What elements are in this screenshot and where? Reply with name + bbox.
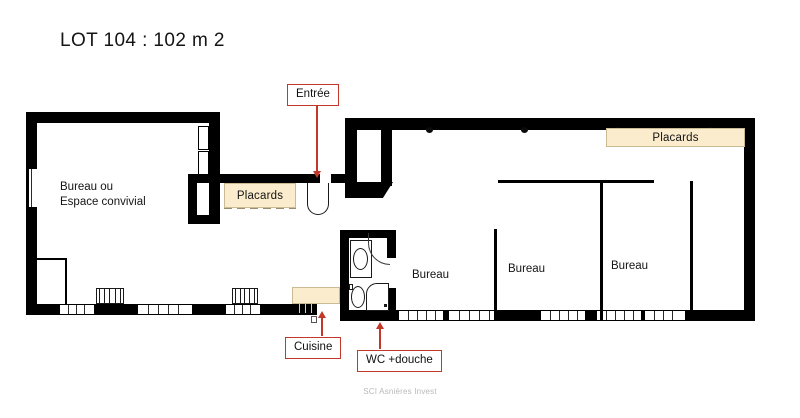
window-west-frame	[26, 168, 29, 208]
callout-entree[interactable]: Entrée	[287, 84, 339, 106]
arrow-wc-head	[376, 322, 384, 329]
page-title: LOT 104 : 102 m 2	[60, 30, 225, 51]
room-label-bureau-1: Bureau	[412, 269, 450, 281]
callout-entree-label: Entrée	[296, 88, 330, 100]
window-right-south-3	[541, 310, 585, 321]
window-west	[26, 168, 37, 208]
arrow-entree-head	[313, 171, 321, 178]
wall-left-top	[26, 112, 220, 123]
wall-corridor-top	[220, 174, 320, 183]
wall-wc-right-upper	[387, 230, 396, 258]
niche-box-1	[198, 126, 209, 150]
right-block-vestibule	[357, 130, 381, 186]
window-south-3	[226, 304, 260, 315]
room-label-bureau-2: Bureau	[508, 263, 546, 275]
room-label-line-2: Espace convivial	[60, 196, 146, 208]
arrow-entree-line	[316, 105, 318, 173]
partition-vertical-right	[690, 181, 694, 320]
kitchen-sink-marks	[296, 304, 314, 313]
callout-wc-douche[interactable]: WC +douche	[357, 350, 442, 372]
arrow-cuisine-line	[321, 316, 323, 336]
window-south-2	[138, 304, 192, 315]
alcove-right-edge	[65, 258, 67, 305]
radiator-2	[232, 288, 258, 304]
shower-tray-icon	[366, 283, 389, 311]
footer-credit: SCI Asnières Invest	[363, 387, 437, 396]
placard-kitchen[interactable]	[292, 287, 340, 304]
toilet-cistern	[349, 284, 353, 290]
window-right-south-1	[399, 310, 443, 321]
kitchen-appliance-icon	[311, 316, 317, 323]
partition-horizontal	[498, 180, 654, 183]
wall-right-west-outer	[345, 118, 357, 190]
placard-right-label: Placards	[652, 131, 699, 144]
window-right-south-5	[645, 310, 685, 321]
alcove-top-edge	[37, 258, 67, 260]
placard-left-divisions	[224, 208, 296, 209]
callout-cuisine-label: Cuisine	[294, 341, 333, 353]
room-label-line-1: Bureau ou	[60, 181, 114, 193]
wall-wc-left	[340, 230, 349, 320]
radiator-1	[96, 288, 124, 304]
wall-wc-right-lower	[387, 288, 396, 320]
wall-niche-inner	[209, 183, 220, 215]
partition-vertical-mid	[600, 180, 604, 320]
shower-drain-icon	[384, 304, 387, 307]
wall-niche-top	[188, 174, 220, 183]
window-right-south-4	[597, 310, 641, 321]
partition-vertical-left	[494, 229, 498, 320]
wall-niche-left	[188, 174, 197, 224]
window-south-1	[60, 304, 94, 315]
callout-wc-douche-label: WC +douche	[366, 354, 433, 366]
wall-right-east	[744, 118, 755, 321]
arrow-wc-line	[379, 327, 381, 349]
wall-right-west-inner	[381, 126, 392, 186]
pillar-2	[521, 127, 528, 133]
entrance-door-swing	[307, 183, 329, 215]
placard-right[interactable]: Placards	[606, 128, 745, 147]
placard-left[interactable]: Placards	[224, 183, 296, 208]
wall-niche-bottom	[188, 215, 220, 224]
wall-right-top	[345, 118, 755, 130]
wall-left-east-upper	[209, 112, 220, 200]
wall-left-west	[26, 112, 37, 315]
toilet-icon	[351, 286, 365, 308]
wall-right-west-foot	[345, 182, 361, 198]
sink-bowl-icon	[353, 248, 368, 270]
wall-corridor-top-right	[331, 174, 351, 183]
wall-wc-bottom	[340, 312, 396, 321]
arrow-cuisine-head	[318, 311, 326, 318]
window-right-south-2	[449, 310, 497, 321]
placard-left-label: Placards	[236, 189, 284, 202]
room-label-bureau-3: Bureau	[611, 260, 649, 272]
pillar-1	[426, 127, 433, 133]
callout-cuisine[interactable]: Cuisine	[285, 337, 342, 359]
room-label-bureau-espace-convivial: Bureau ou Espace convivial	[60, 180, 146, 210]
wall-right-angled-jamb	[357, 182, 393, 198]
